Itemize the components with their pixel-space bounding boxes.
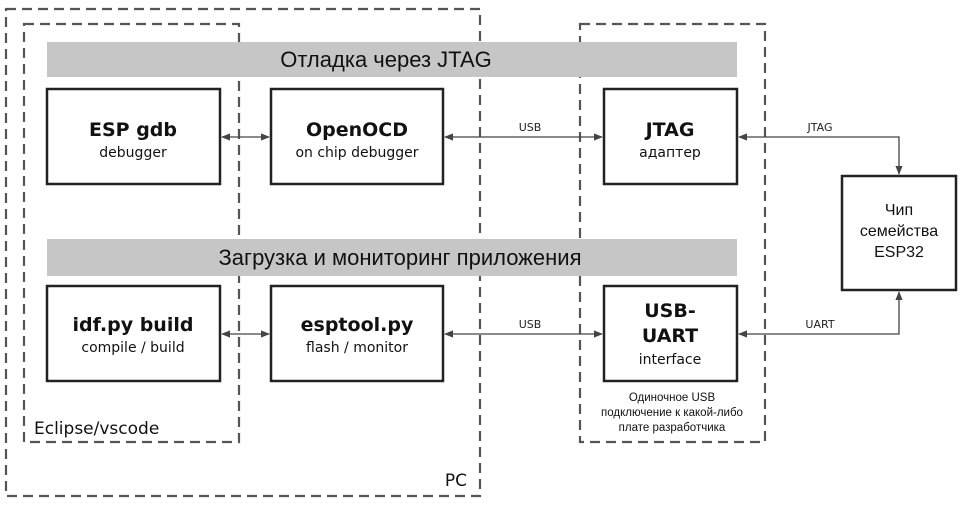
ide-region-label: Eclipse/vscode — [34, 419, 159, 439]
esptool-title: esptool.py — [301, 314, 414, 336]
adapter-note-line2: подключение к какой-либо — [601, 407, 743, 419]
adapter-note-line1: Одиночное USB — [629, 392, 716, 404]
jtag-adapter-title: JTAG — [644, 119, 695, 141]
usb-uart-title-line2: UART — [642, 325, 698, 347]
idf-build-box — [45, 284, 222, 383]
chip-line3: ESP32 — [874, 244, 924, 261]
jtag-debug-band — [47, 42, 737, 77]
pc-region-label: PC — [445, 471, 467, 491]
openocd-subtitle: on chip debugger — [295, 145, 418, 161]
jtag-debug-title: Отладка через JTAG — [280, 47, 492, 72]
usb-uart-box — [602, 284, 739, 383]
esptool-uart-label: USB — [519, 318, 542, 331]
idf-build-subtitle: compile / build — [81, 340, 184, 356]
openocd-jtag-label: USB — [519, 121, 542, 134]
esptool-box — [269, 284, 445, 383]
adapter-region — [578, 22, 767, 444]
esptool-subtitle: flash / monitor — [306, 340, 408, 356]
app-upload-title: Загрузка и мониторинг приложения — [219, 245, 582, 270]
adapter-note-line3: плате разработчика — [619, 422, 726, 434]
usb-uart-title-line1: USB- — [644, 300, 695, 322]
chip-line1: Чип — [885, 202, 913, 219]
ide-region — [22, 22, 241, 444]
esp-gdb-subtitle: debugger — [99, 145, 167, 161]
jtag-adapter-subtitle: адаптер — [639, 145, 701, 161]
openocd-box — [269, 87, 445, 186]
esp-gdb-title: ESP gdb — [89, 119, 177, 141]
jtag-adapter-box — [602, 87, 739, 186]
app-upload-band — [47, 239, 737, 276]
jtag-chip-link — [738, 133, 903, 175]
usb-uart-subtitle: interface — [639, 352, 701, 368]
uart-chip-label: UART — [805, 318, 834, 331]
jtag-chip-label: JTAG — [807, 121, 833, 134]
idf-build-title: idf.py build — [73, 314, 194, 336]
esp32-chip-box — [840, 174, 958, 292]
uart-chip-link — [738, 291, 903, 338]
openocd-title: OpenOCD — [306, 119, 408, 141]
esp-gdb-box — [45, 87, 222, 186]
chip-line2: семейства — [860, 223, 938, 240]
